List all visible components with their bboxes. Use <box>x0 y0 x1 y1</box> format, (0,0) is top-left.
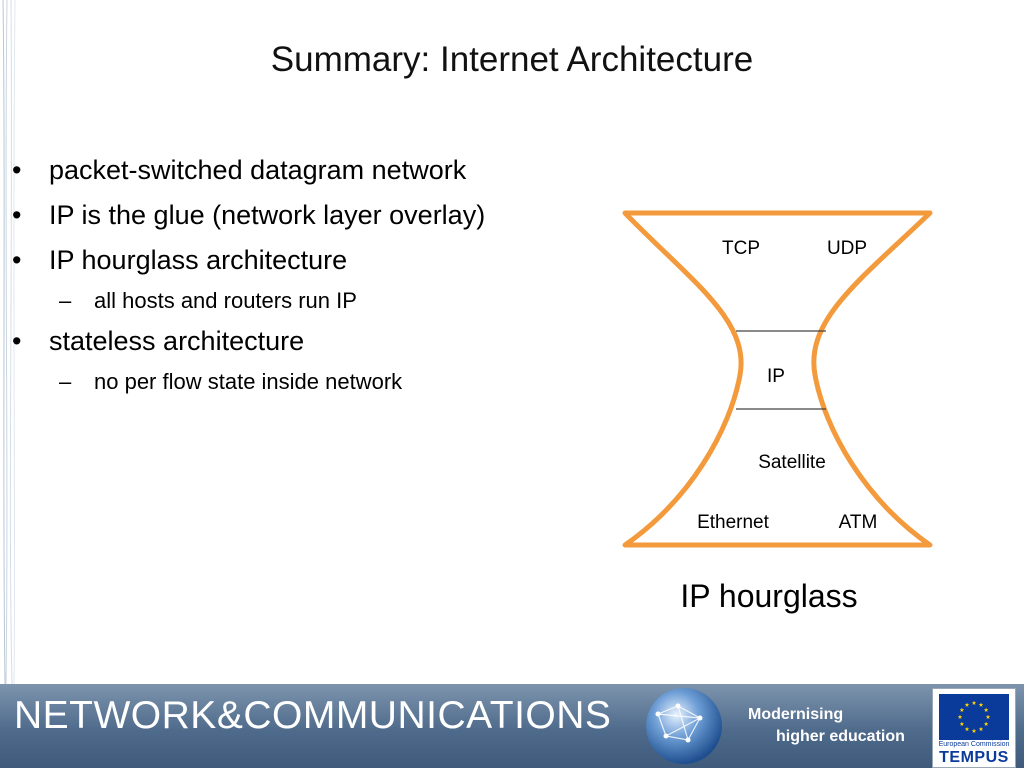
eu-star <box>971 728 977 733</box>
bullet-list: • packet-switched datagram network • IP … <box>12 148 612 400</box>
globe-network-icon <box>646 688 722 764</box>
bullet-text: IP is the glue (network layer overlay) <box>49 200 486 230</box>
slogan-line-1: Modernising <box>748 706 844 723</box>
atm-label: ATM <box>839 512 878 533</box>
eu-star <box>983 707 989 712</box>
bullet-marker: • <box>12 326 22 356</box>
european-commission-text: European Commission <box>938 741 1010 748</box>
eu-star <box>959 721 965 726</box>
slogan-line-2: higher education <box>776 728 905 745</box>
sub-bullet-marker: – <box>59 369 72 394</box>
sub-bullet-marker: – <box>59 288 72 313</box>
eu-star <box>957 714 963 719</box>
tempus-text: TEMPUS <box>939 749 1009 766</box>
eu-star <box>978 726 984 732</box>
bullet-text: stateless architecture <box>49 326 305 356</box>
bullet-item: • IP hourglass architecture <box>12 238 612 283</box>
eu-star <box>985 714 991 719</box>
eu-star <box>978 702 984 707</box>
sub-bullet-item: – no per flow state inside network <box>12 364 612 400</box>
eu-star <box>964 726 970 732</box>
udp-label: UDP <box>827 238 867 259</box>
bullet-text: packet-switched datagram network <box>49 155 467 185</box>
sub-bullet-item: – all hosts and routers run IP <box>12 283 612 319</box>
hourglass-outline <box>622 210 933 548</box>
bullet-item: • packet-switched datagram network <box>12 148 612 193</box>
slide-title: Summary: Internet Architecture <box>270 40 754 79</box>
left-decorative-lines <box>2 0 16 684</box>
diagram-caption: IP hourglass <box>680 578 858 614</box>
bullet-item: • stateless architecture <box>12 319 612 364</box>
hourglass-diagram: TCP UDP IP Satellite Ethernet ATM <box>622 210 933 548</box>
eu-star <box>964 702 970 707</box>
sub-bullet-text: no per flow state inside network <box>94 369 403 394</box>
footer-slogan: Modernising higher education <box>748 704 905 748</box>
eu-star <box>959 707 965 712</box>
bullet-item: • IP is the glue (network layer overlay) <box>12 193 612 238</box>
footer-title: NETWORK&COMMUNICATIONS <box>14 694 612 737</box>
footer-banner: NETWORK&COMMUNICATIONS Modernising highe… <box>0 684 1024 768</box>
eu-flag-icon <box>939 694 1009 740</box>
bullet-text: IP hourglass architecture <box>49 245 348 275</box>
eu-star <box>983 721 989 726</box>
ethernet-label: Ethernet <box>697 512 770 533</box>
eu-star <box>971 700 977 705</box>
tcp-label: TCP <box>722 238 760 259</box>
tempus-logo: European Commission TEMPUS <box>932 688 1016 768</box>
bullet-marker: • <box>12 155 22 185</box>
sub-bullet-text: all hosts and routers run IP <box>94 288 357 313</box>
bullet-marker: • <box>12 200 22 230</box>
bullet-marker: • <box>12 245 22 275</box>
satellite-label: Satellite <box>758 452 826 473</box>
ip-label: IP <box>767 366 785 387</box>
